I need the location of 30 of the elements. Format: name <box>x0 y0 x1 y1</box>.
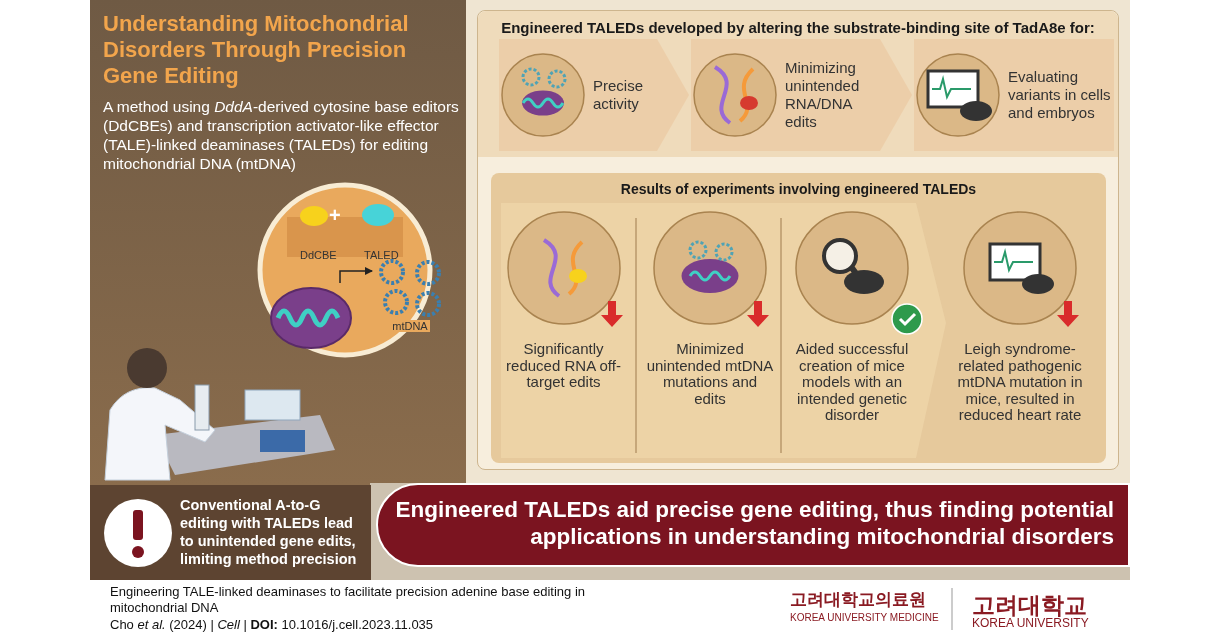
institution-name: 고려대학교의료원 <box>790 589 926 611</box>
citation-text: Cho et al. (2024) | Cell | DOI: 10.1016/j.cell.2023.11.035 <box>110 617 435 632</box>
institution-name: KOREA UNIVERSITY MEDICINE <box>790 612 939 623</box>
step-label: Precise activity <box>593 77 645 113</box>
results-panel <box>491 173 1106 463</box>
step-label: Minimizing unintended RNA/DNA edits <box>785 59 861 131</box>
warning-box <box>90 485 371 580</box>
result-label: Aided successful creation of mice models with an intended genetic disorder <box>794 341 910 424</box>
institution-name: 고려대학교 <box>972 591 1087 619</box>
panel-heading: Results of experiments involving engineered TALEDs <box>619 181 978 197</box>
chevron-step <box>914 39 1114 151</box>
part-label: DdCBE <box>300 249 337 261</box>
conclusion-banner <box>376 483 1130 567</box>
chevron-step <box>691 39 912 151</box>
title: Understanding Mitochondrial Disorders Through Precision Gene Editing <box>103 11 410 89</box>
subtitle: A method using DddA-derived cytosine base editors (DdCBEs) and transcription activator-like effector (TALE)-linked deaminases (TALEDs) for editing mitochondrial DNA (mtDNA) <box>103 97 460 173</box>
plus-sign: + <box>329 204 341 227</box>
warning-text: Conventional A-to-G editing with TALEDs lead to unintended gene edits, limiting method precision <box>180 496 358 568</box>
part-label: mtDNA <box>390 320 430 332</box>
arrow <box>339 267 373 284</box>
part-label: TALED <box>364 249 399 261</box>
panel-heading: Engineered TALEDs developed by altering the substrate-binding site of TadA8e for: <box>500 19 1096 36</box>
result-label: Leigh syndrome-related pathogenic mtDNA mutation in mice, resulted in reduced heart rate <box>956 341 1084 424</box>
institution-name: KOREA UNIVERSITY <box>972 616 1089 630</box>
result-label: Minimized unintended mtDNA mutations and edits <box>646 341 774 407</box>
result-label: Significantly reduced RNA off-target edits <box>505 341 622 391</box>
panel <box>477 10 1119 470</box>
step-label: Evaluating variants in cells and embryos <box>1008 68 1112 122</box>
conclusion-text: Engineered TALEDs aid precise gene editing, thus finding potential applications in understanding mitochondrial disorders <box>394 496 1114 550</box>
chevron-step <box>499 39 689 151</box>
